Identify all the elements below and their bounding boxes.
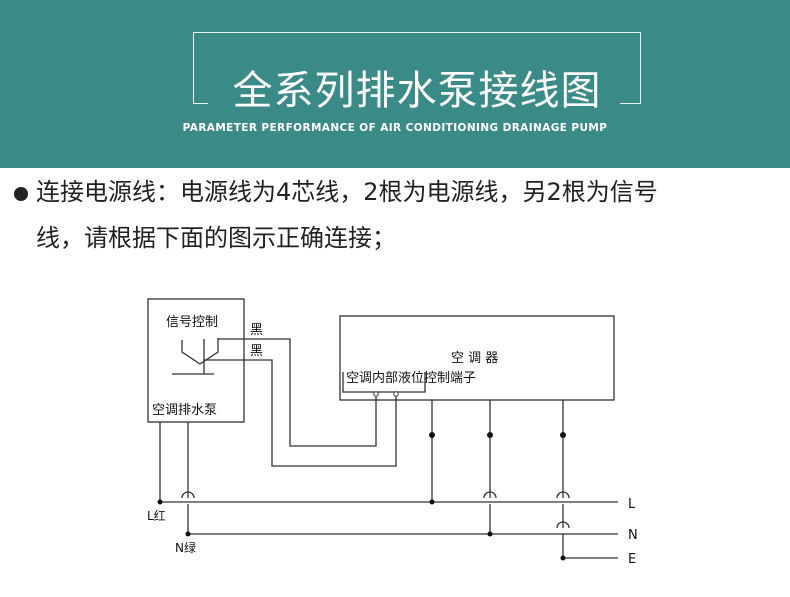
left-label-n: N绿 [175,540,196,555]
terminal-box [342,372,426,393]
page-title: 全系列排水泵接线图 [232,68,602,114]
signal-control-label: 信号控制 [166,315,218,330]
bus-label-e: E [628,552,636,567]
pump-label: 空调排水泵 [152,403,217,418]
crossover-ac-n [483,491,497,499]
junction-dot [487,531,493,537]
junction-dot [429,432,435,438]
junction-dot [560,432,566,438]
wire-label-black-2: 黑 [250,344,263,359]
terminal-point [393,391,399,397]
junction-dot [487,432,493,438]
junction-dot [429,499,435,505]
description-line-2: 线，请根据下面的图示正确连接； [36,224,396,252]
page-subtitle: PARAMETER PERFORMANCE OF AIR CONDITIONIN… [182,122,608,134]
crossover-n-l [181,491,195,499]
signal-wire-2 [204,359,397,467]
crossover-ac-e-1 [556,491,570,499]
header-banner: 全系列排水泵接线图 PARAMETER PERFORMANCE OF AIR C… [0,0,790,168]
crossover-ac-e-2 [556,521,570,529]
signal-wire-1 [218,338,377,447]
ac-unit-label: 空 调 器 [451,351,498,366]
terminal-point [373,391,379,397]
ac-unit-box [339,315,615,401]
junction-dot [560,555,566,561]
bus-label-n: N [628,528,638,543]
terminal-label: 空调内部液位控制端子 [346,370,476,386]
bus-label-l: L [628,497,636,512]
wire-label-black-1: 黑 [250,323,263,338]
signal-switch [181,338,219,365]
junction-dot [185,531,191,537]
title-frame-gap [208,96,620,108]
bullet-dot [14,187,28,201]
junction-dot [157,499,163,505]
left-label-l: L红 [147,508,166,523]
description-line-1: 连接电源线：电源线为4芯线，2根为电源线，另2根为信号 [36,178,658,206]
